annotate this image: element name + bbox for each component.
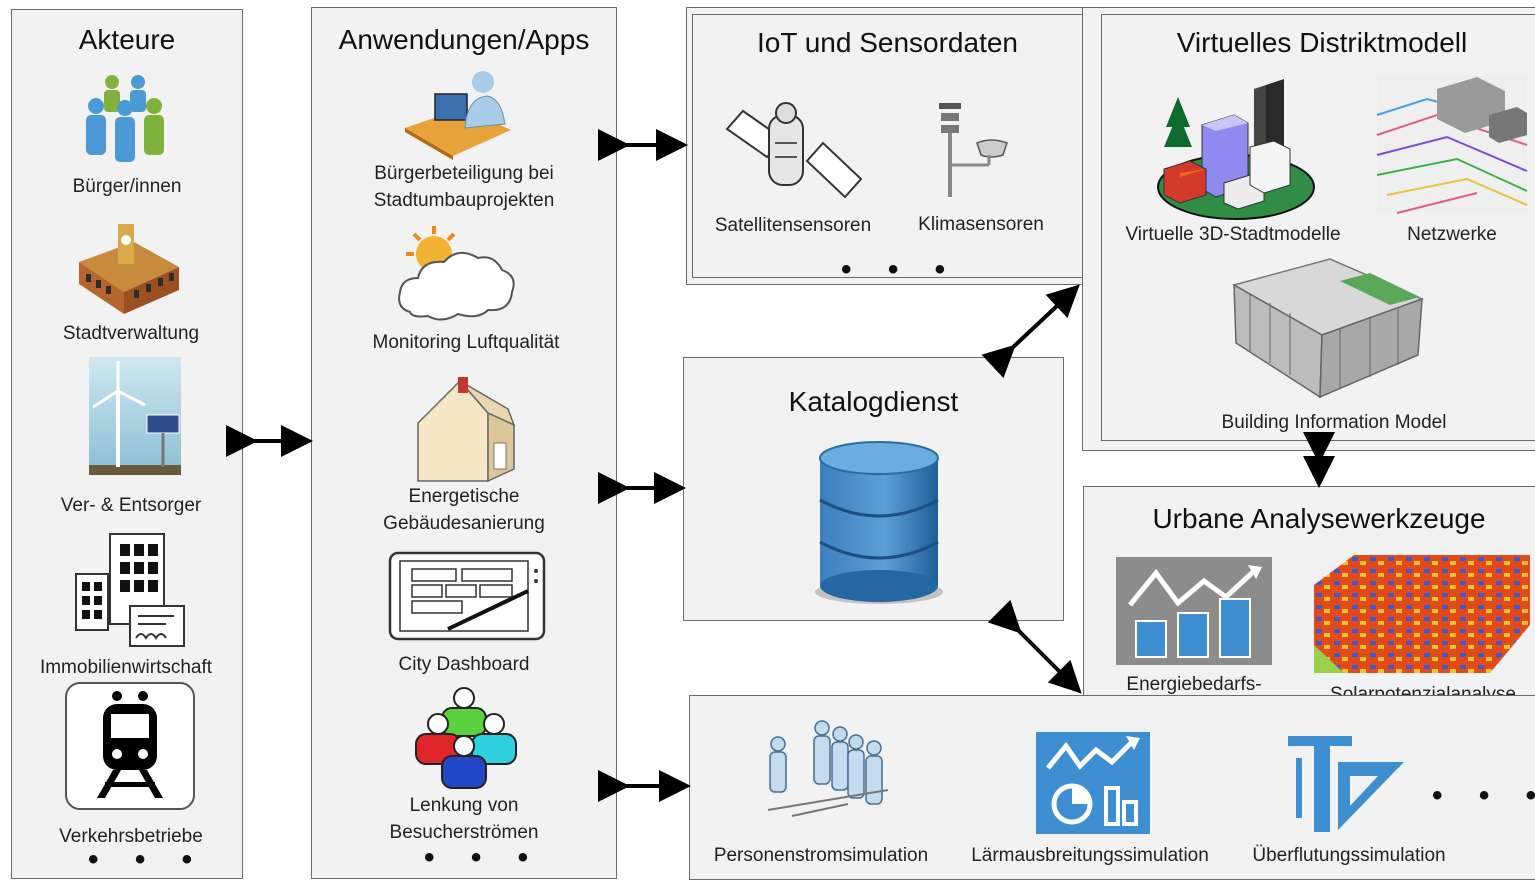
catalog-panel: Katalogdienst bbox=[683, 357, 1064, 621]
weather-station-icon bbox=[939, 103, 1008, 197]
app-label-energy-renovation-l2: Gebäudesanierung bbox=[383, 513, 545, 534]
app-label-energy-renovation-l1: Energetische bbox=[408, 486, 520, 507]
actors-more: • • • bbox=[88, 843, 207, 876]
operator-desk-icon bbox=[405, 71, 511, 160]
app-label-city-dashboard: City Dashboard bbox=[398, 654, 530, 675]
urban-label-energy-l1: Energiebedarfs- bbox=[1126, 674, 1262, 695]
urban-title: Urbane Analysewerkzeuge bbox=[1152, 503, 1486, 534]
app-label-visitor-flow-l1: Lenkung von bbox=[409, 795, 519, 816]
district-label-3d-city: Virtuelle 3D-Stadtmodelle bbox=[1125, 224, 1341, 245]
actors-panel: Akteure Bürger/innen Stadtverwaltung Ver… bbox=[11, 9, 243, 879]
sim-label-flood: Überflutungssimulation bbox=[1252, 845, 1446, 866]
iot-more: • • • bbox=[841, 253, 960, 286]
district-label-networks: Netzwerke bbox=[1407, 224, 1497, 245]
database-icon bbox=[815, 441, 943, 604]
district-title: Virtuelles Distriktmodell bbox=[1176, 27, 1468, 58]
district-label-bim: Building Information Model bbox=[1221, 412, 1447, 433]
actor-label-transport: Verkehrsbetriebe bbox=[59, 826, 203, 847]
network-map-icon bbox=[1376, 75, 1528, 214]
people-group-icon bbox=[86, 75, 164, 162]
arrow-catalog-iot bbox=[981, 284, 1080, 379]
iot-label-climate: Klimasensoren bbox=[918, 214, 1044, 235]
arrow-catalog-urban bbox=[987, 599, 1082, 694]
3d-city-model-icon bbox=[1157, 79, 1315, 220]
wind-turbine-icon bbox=[89, 357, 181, 475]
actors-title: Akteure bbox=[78, 24, 176, 55]
drafting-tools-icon bbox=[1288, 736, 1404, 832]
energy-chart-icon bbox=[1116, 557, 1272, 665]
app-label-visitor-flow-l2: Besucherströmen bbox=[389, 822, 539, 843]
solar-heatmap-icon bbox=[1314, 555, 1530, 673]
simulation-more: • • • bbox=[1432, 779, 1535, 812]
app-label-participation-l1: Bürgerbeteiligung bei bbox=[374, 163, 554, 184]
apps-more: • • • bbox=[424, 841, 543, 874]
actor-label-utilities: Ver- & Entsorger bbox=[60, 495, 202, 516]
tablet-dashboard-icon bbox=[388, 551, 546, 641]
district-panel: Virtuelles Distriktmodell Virtuelle 3D-S… bbox=[1101, 14, 1535, 441]
actor-label-city-administration: Stadtverwaltung bbox=[62, 323, 200, 344]
sim-label-noise: Lärmausbreitungssimulation bbox=[971, 845, 1209, 866]
pedestrians-icon bbox=[767, 720, 889, 817]
apps-panel: Anwendungen/Apps Bürgerbeteiligung bei S… bbox=[311, 7, 617, 879]
train-icon bbox=[65, 682, 195, 810]
analytics-tile-icon bbox=[1036, 732, 1150, 834]
crowd-icon bbox=[415, 687, 517, 789]
simulation-panel: Personenstromsimulation Lärmausbreitungs… bbox=[689, 695, 1535, 880]
city-hall-icon bbox=[79, 224, 179, 314]
iot-panel: IoT und Sensordaten Satellitensensoren K… bbox=[692, 14, 1083, 286]
house-icon bbox=[417, 377, 516, 483]
actor-label-citizens: Bürger/innen bbox=[72, 176, 182, 197]
bim-building-icon bbox=[1232, 258, 1425, 399]
buildings-contract-icon bbox=[75, 533, 185, 647]
catalog-title: Katalogdienst bbox=[788, 386, 959, 417]
app-label-air-quality: Monitoring Luftqualität bbox=[372, 332, 560, 353]
iot-title: IoT und Sensordaten bbox=[756, 27, 1018, 58]
actor-label-real-estate: Immobilienwirtschaft bbox=[39, 657, 213, 678]
app-label-participation-l2: Stadtumbauprojekten bbox=[373, 190, 555, 211]
sim-label-pedestrian: Personenstromsimulation bbox=[713, 845, 929, 866]
cloud-sun-icon bbox=[398, 226, 515, 321]
apps-title: Anwendungen/Apps bbox=[338, 24, 590, 55]
satellite-icon bbox=[725, 102, 863, 199]
iot-label-satellite: Satellitensensoren bbox=[714, 215, 872, 236]
